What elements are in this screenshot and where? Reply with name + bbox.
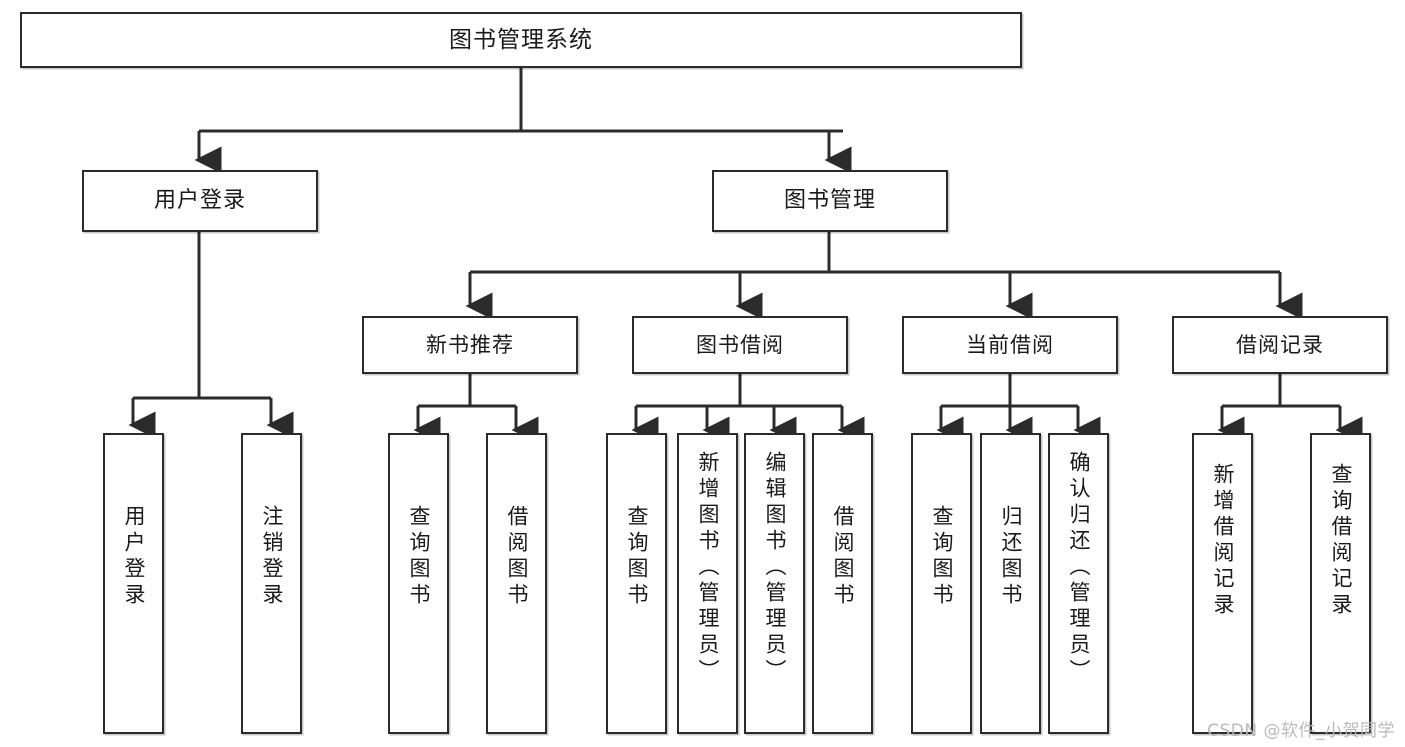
node-leaf-return-book[interactable]: 归还图书 [980,433,1041,734]
node-leaf-borrow-book-1[interactable]: 借阅图书 [486,433,547,734]
node-book-borrow-label: 图书借阅 [696,332,784,357]
node-leaf-query-book-2-label: 查询图书 [625,505,649,609]
node-leaf-borrow-book-2[interactable]: 借阅图书 [812,433,873,734]
node-leaf-borrow-book-2-label: 借阅图书 [831,505,855,609]
node-book-manage[interactable]: 图书管理 [712,170,948,232]
node-leaf-add-record-label: 新增借阅记录 [1211,463,1235,619]
node-leaf-edit-book[interactable]: 编辑图书（管理员） [744,433,805,734]
node-leaf-query-book-2[interactable]: 查询图书 [606,433,667,734]
node-book-manage-label: 图书管理 [783,188,876,214]
node-leaf-confirm-return[interactable]: 确认归还（管理员） [1048,433,1109,734]
node-leaf-edit-book-label: 编辑图书（管理员） [763,451,787,685]
node-leaf-query-book-3[interactable]: 查询图书 [911,433,972,734]
node-leaf-confirm-return-label: 确认归还（管理员） [1067,451,1091,685]
node-leaf-query-book-3-label: 查询图书 [930,505,954,609]
node-user-login-label: 用户登录 [153,188,246,214]
node-leaf-query-record[interactable]: 查询借阅记录 [1310,433,1371,734]
node-borrow-record-label: 借阅记录 [1236,332,1324,357]
node-leaf-add-book-label: 新增图书（管理员） [696,451,720,685]
node-new-book-rec[interactable]: 新书推荐 [362,316,578,374]
node-root[interactable]: 图书管理系统 [20,12,1022,68]
node-leaf-return-book-label: 归还图书 [999,505,1023,609]
node-leaf-logout[interactable]: 注销登录 [241,433,302,734]
node-leaf-add-record[interactable]: 新增借阅记录 [1192,433,1253,734]
node-borrow-record[interactable]: 借阅记录 [1172,316,1388,374]
node-leaf-user-login-label: 用户登录 [122,505,146,609]
node-leaf-query-record-label: 查询借阅记录 [1329,463,1353,619]
node-user-login[interactable]: 用户登录 [82,170,318,232]
node-leaf-query-book-1[interactable]: 查询图书 [388,433,449,734]
node-leaf-add-book[interactable]: 新增图书（管理员） [677,433,738,734]
node-root-label: 图书管理系统 [449,26,593,53]
node-book-borrow[interactable]: 图书借阅 [632,316,848,374]
node-leaf-user-login[interactable]: 用户登录 [103,433,164,734]
node-leaf-borrow-book-1-label: 借阅图书 [505,505,529,609]
node-current-borrow-label: 当前借阅 [966,332,1054,357]
node-leaf-query-book-1-label: 查询图书 [407,505,431,609]
node-new-book-rec-label: 新书推荐 [426,332,514,357]
node-current-borrow[interactable]: 当前借阅 [902,316,1118,374]
node-leaf-logout-label: 注销登录 [260,505,284,609]
csdn-watermark: CSDN @软件_小贺同学 [1207,721,1395,741]
